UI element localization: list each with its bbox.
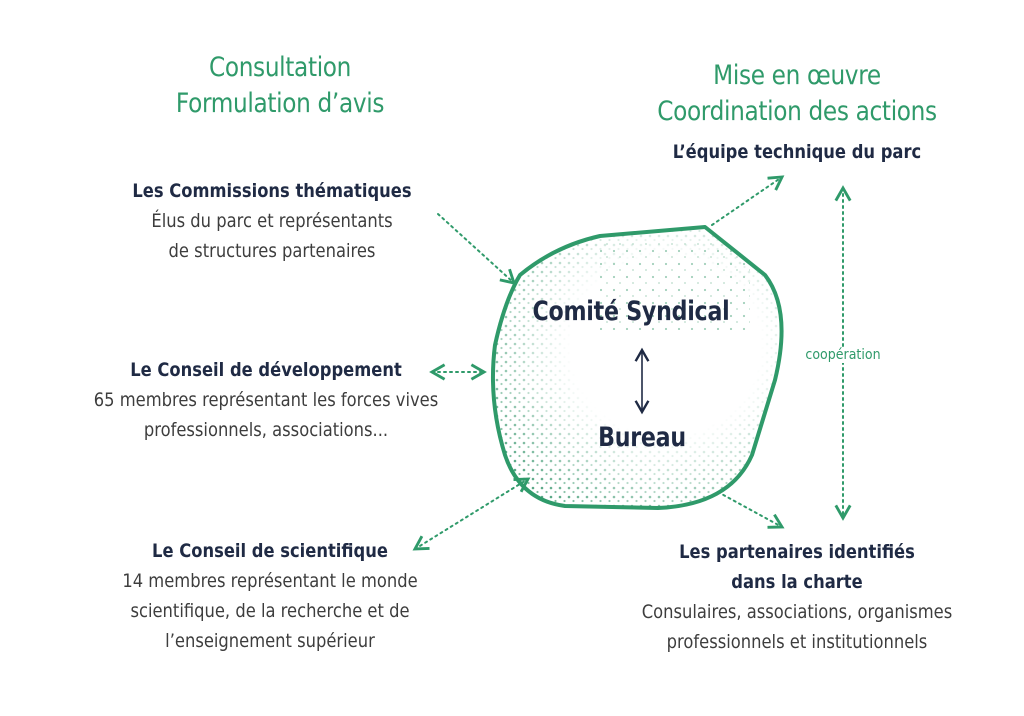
conseil-dev-box: Le Conseil de développement 65 membres r… [41,355,491,445]
heading-consultation: Consultation Formulation d’avis [151,50,409,122]
commissions-line2: de structures partenaires [122,236,423,266]
conseil-dev-line2: professionnels, associations... [73,415,460,445]
arrow-partenaires [718,492,782,527]
heading-left-line1: Consultation [151,50,409,86]
commissions-box: Les Commissions thématiques Élus du parc… [97,176,447,266]
heading-left-line2: Formulation d’avis [151,86,409,122]
arrow-commissions [438,214,514,283]
heading-right-line1: Mise en œuvre [642,58,952,94]
partenaires-title-line2: dans la charte [621,567,974,597]
conseil-dev-line1: 65 membres représentant les forces vives [73,385,460,415]
conseil-sci-line2: scientifique, de la recherche et de [111,596,429,626]
arrow-equipe [712,177,782,225]
partenaires-line1: Consulaires, associations, organismes [621,597,974,627]
conseil-sci-line1: 14 membres représentant le monde [111,566,429,596]
conseil-sci-line3: l’enseignement supérieur [111,626,429,656]
cooperation-label: coopération [795,347,890,363]
conseil-dev-title: Le Conseil de développement [73,355,460,385]
partenaires-box: Les partenaires identifiés dans la chart… [592,537,1002,657]
partenaires-line2: professionnels et institutionnels [621,627,974,657]
equipe-technique-title: L’équipe technique du parc [651,137,943,167]
heading-right-line2: Coordination des actions [642,94,952,130]
conseil-sci-box: Le Conseil de scientifique 14 membres re… [85,536,455,656]
commissions-title: Les Commissions thématiques [122,176,423,206]
commissions-line1: Élus du parc et représentants [122,206,423,236]
central-blob [480,220,800,520]
heading-mise-en-oeuvre: Mise en œuvre Coordination des actions [642,58,952,130]
conseil-sci-title: Le Conseil de scientifique [111,536,429,566]
bureau-label: Bureau [560,422,724,453]
comite-syndical-label: Comité Syndical [529,296,734,327]
partenaires-title-line1: Les partenaires identifiés [621,537,974,567]
